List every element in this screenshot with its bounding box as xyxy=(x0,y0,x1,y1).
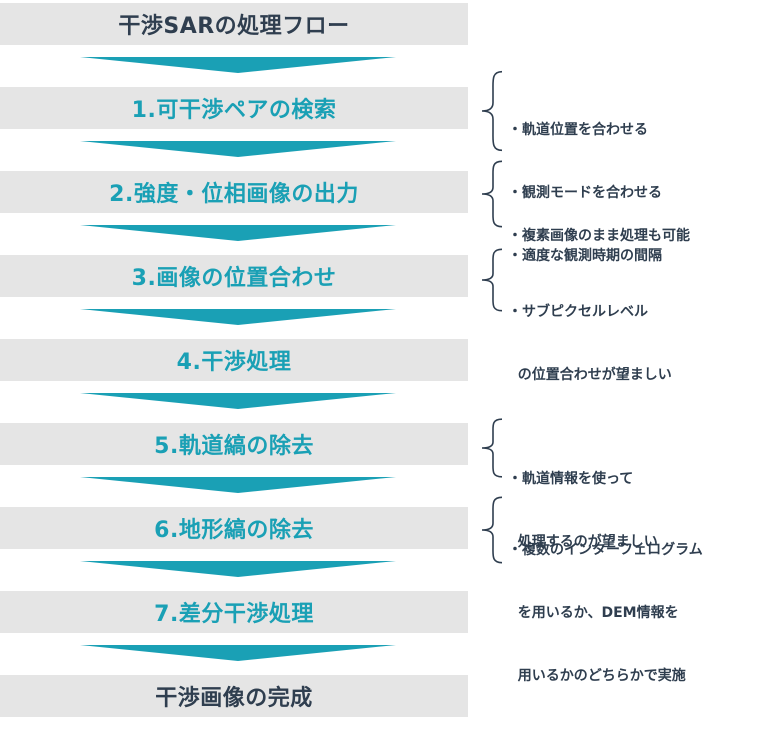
note-line: ・軌道位置を合わせる xyxy=(508,122,648,138)
note-line: ・観測モードを合わせる xyxy=(508,185,662,201)
note-line: ・複素画像のまま処理も可能 xyxy=(508,228,690,244)
flow-arrow xyxy=(80,477,396,493)
note-brace xyxy=(480,160,504,228)
final-box: 干渉画像の完成 xyxy=(0,675,468,717)
note-line: ・サブピクセルレベル xyxy=(508,304,648,320)
flow-arrow xyxy=(80,645,396,661)
flow-arrow xyxy=(80,561,396,577)
step-3-box: 3.画像の位置合わせ xyxy=(0,255,468,297)
note-brace xyxy=(480,418,504,478)
note-brace xyxy=(480,70,504,152)
flow-title: 干渉SARの処理フロー xyxy=(0,3,468,45)
step-2-box: 2.強度・位相画像の出力 xyxy=(0,171,468,213)
note-step-1: ・軌道位置を合わせる ・観測モードを合わせる ・適度な観測時期の間隔 xyxy=(508,78,662,288)
note-step-2: ・複素画像のまま処理も可能 xyxy=(508,184,690,268)
note-step-5: ・軌道情報を使って 処理するのが望ましい xyxy=(508,427,658,574)
note-line: の位置合わせが望ましい xyxy=(508,367,672,383)
note-step-6: ・複数のインターフェログラム を用いるか、DEM情報を 用いるかのどちらかで実施 xyxy=(508,498,703,708)
flow-arrow xyxy=(80,393,396,409)
step-5-box: 5.軌道縞の除去 xyxy=(0,423,468,465)
note-line: ・適度な観測時期の間隔 xyxy=(508,248,662,264)
note-line: を用いるか、DEM情報を xyxy=(508,605,679,621)
note-line: ・複数のインターフェログラム xyxy=(508,542,703,558)
note-line: ・軌道情報を使って xyxy=(508,471,634,487)
step-4-box: 4.干渉処理 xyxy=(0,339,468,381)
note-line: 用いるかのどちらかで実施 xyxy=(508,668,686,684)
flow-arrow xyxy=(80,225,396,241)
step-6-box: 6.地形縞の除去 xyxy=(0,507,468,549)
step-1-box: 1.可干渉ペアの検索 xyxy=(0,87,468,129)
flow-arrow xyxy=(80,309,396,325)
note-step-3: ・サブピクセルレベル の位置合わせが望ましい xyxy=(508,260,672,407)
note-brace xyxy=(480,496,504,564)
flow-arrow xyxy=(80,141,396,157)
note-line: 処理するのが望ましい xyxy=(508,534,658,550)
note-brace xyxy=(480,248,504,312)
step-7-box: 7.差分干渉処理 xyxy=(0,591,468,633)
flow-arrow xyxy=(80,57,396,73)
